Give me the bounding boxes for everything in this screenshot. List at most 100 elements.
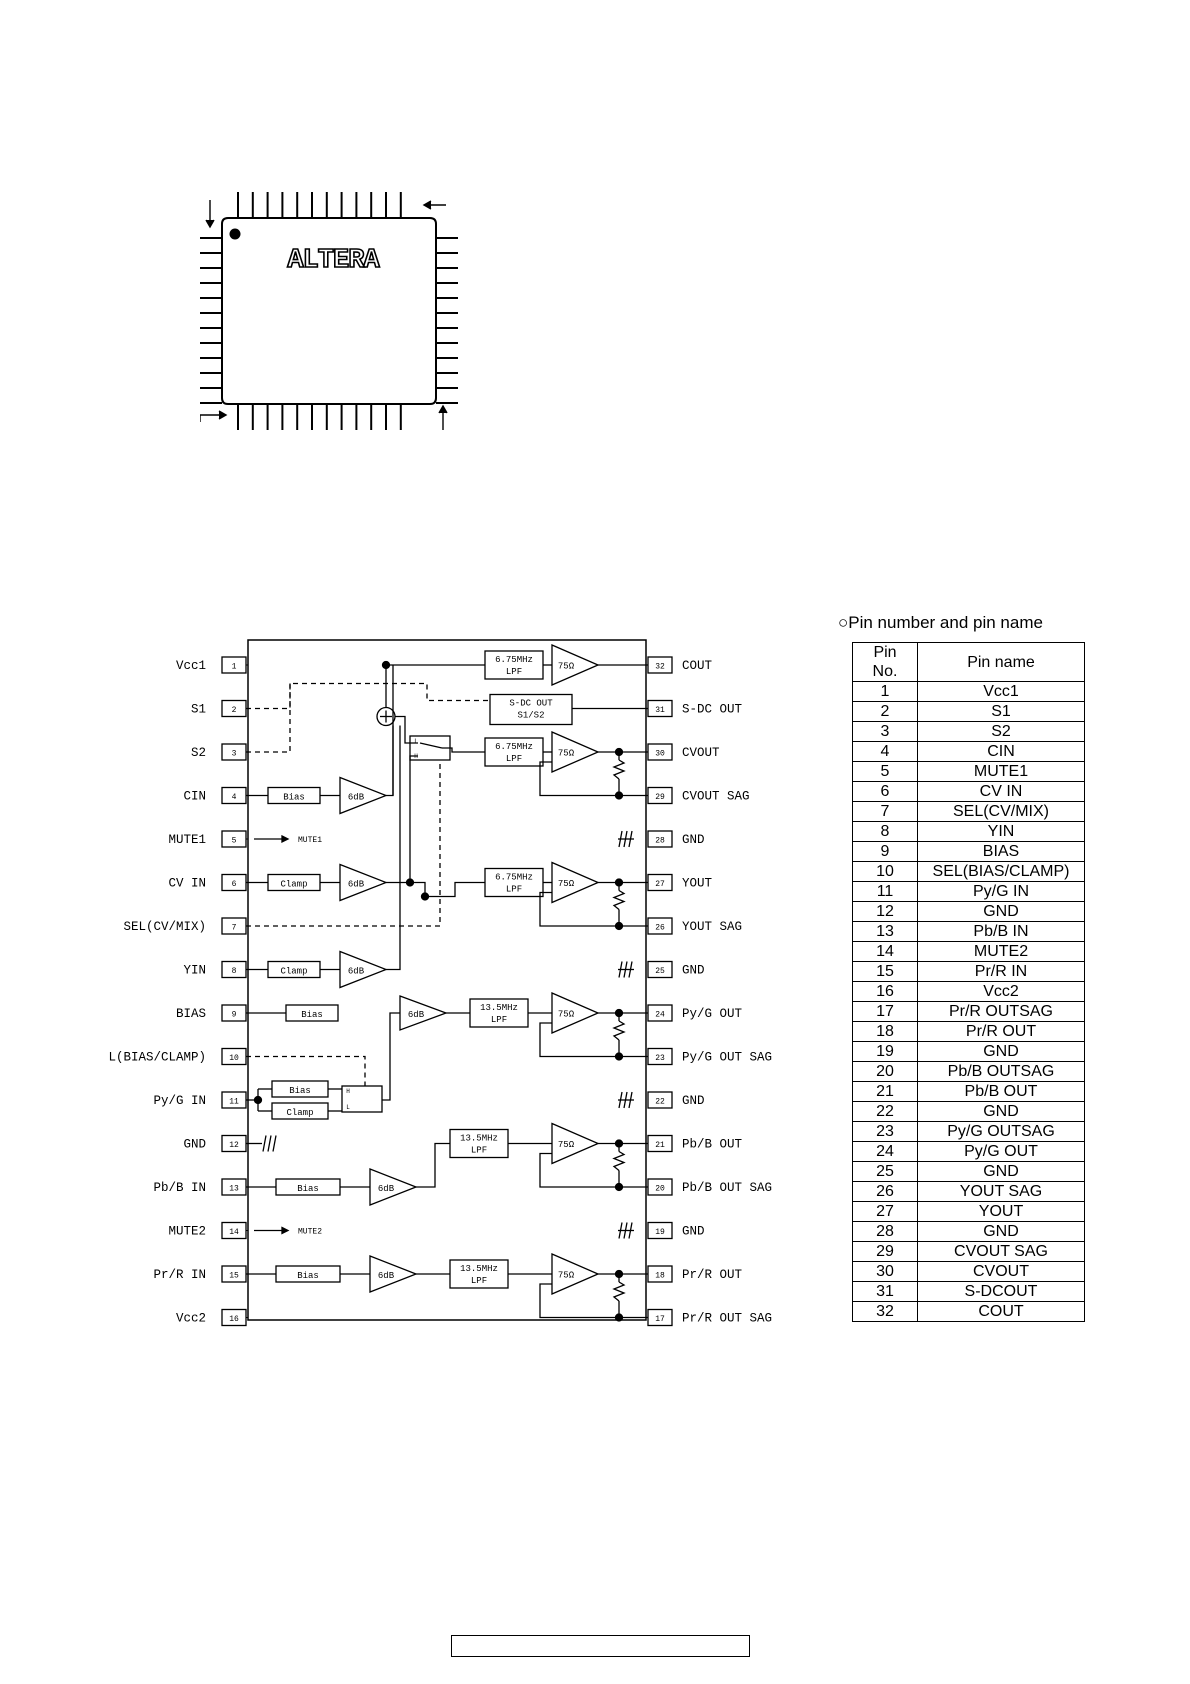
pin-number-cell: 19 <box>852 1041 918 1062</box>
bias-label: Bias <box>297 1184 319 1194</box>
pin-number-cell: 27 <box>852 1201 918 1222</box>
pin-number-cell: 9 <box>852 841 918 862</box>
pin-number-cell: 21 <box>852 1081 918 1102</box>
pin-label-right: COUT <box>682 659 713 673</box>
wire <box>618 961 623 978</box>
pin-number-cell: 17 <box>852 1001 918 1022</box>
pin-number-cell: 20 <box>852 1061 918 1082</box>
pin-number-right: 17 <box>655 1315 665 1324</box>
pin-label-left: Pr/R IN <box>153 1268 206 1282</box>
output-amp-75ohm <box>551 861 600 904</box>
pin-label-right: YOUT SAG <box>682 920 742 934</box>
pin-name-cell: YOUT SAG <box>917 1181 1085 1202</box>
wire <box>409 755 418 883</box>
chip-package: ALTERA <box>200 192 458 430</box>
pin-name-cell: GND <box>917 1221 1085 1242</box>
pin-number-cell: 11 <box>852 881 918 902</box>
sdc-out-block <box>489 693 573 726</box>
pin-number-cell: 23 <box>852 1121 918 1142</box>
pin-name-cell: GND <box>917 1101 1085 1122</box>
lpf-label: LPF <box>491 1015 507 1025</box>
pin-label-left: CIN <box>183 790 206 804</box>
pin-number-cell: 15 <box>852 961 918 982</box>
pin-name-cell: MUTE2 <box>917 941 1085 962</box>
bias-label: Bias <box>283 793 305 803</box>
lpf-block <box>449 1259 509 1289</box>
amp-label: 75Ω <box>558 662 575 672</box>
pin-box-right <box>647 1091 673 1109</box>
pin-name-cell: S2 <box>917 721 1085 742</box>
pin-name-cell: S-DCOUT <box>917 1281 1085 1302</box>
wire <box>262 1135 267 1152</box>
wire <box>419 742 443 749</box>
clamp-label: Clamp <box>280 880 307 890</box>
pin-number-right: 31 <box>655 706 665 715</box>
pin-name-cell: Vcc1 <box>917 681 1085 702</box>
pin-label-right: Pb/B OUT <box>682 1138 743 1152</box>
pin-name-cell: CV IN <box>917 781 1085 802</box>
pin-name-cell: SEL(BIAS/CLAMP) <box>917 861 1085 882</box>
pin-name-cell: Pr/R IN <box>917 961 1085 982</box>
gain-amp-6db <box>339 776 388 815</box>
pin-number-right: 30 <box>655 750 665 759</box>
gain-label: 6dB <box>348 880 365 890</box>
pin-box-right <box>647 1221 673 1240</box>
pin-name-cell: CVOUT <box>917 1261 1085 1282</box>
pin-name-cell: Pb/B OUT <box>917 1081 1085 1102</box>
wire <box>539 1152 619 1188</box>
amp-label: 75Ω <box>558 1010 575 1020</box>
sdc-line1: S-DC OUT <box>509 699 553 709</box>
gain-amp-6db <box>399 995 448 1031</box>
pin-number-left: 11 <box>229 1098 239 1107</box>
pin-label-left: Py/G IN <box>153 1094 206 1108</box>
wire <box>246 682 490 710</box>
pin-label-left: Vcc1 <box>176 659 206 673</box>
pin-label-right: Pr/R OUT SAG <box>682 1312 772 1326</box>
pin-number-cell: 10 <box>852 861 918 882</box>
pin-label-right: CVOUT SAG <box>682 790 750 804</box>
pin-label-left: Pb/B IN <box>153 1181 206 1195</box>
resistor <box>612 759 626 780</box>
pin-name-cell: GND <box>917 901 1085 922</box>
pin-name-cell: YOUT <box>917 1201 1085 1222</box>
wire <box>246 1055 366 1086</box>
pin-name-cell: Pb/B OUTSAG <box>917 1061 1085 1082</box>
wire <box>442 747 485 753</box>
gain-label: 6dB <box>348 793 365 803</box>
switch-label: H <box>414 753 418 760</box>
pin-label-right: GND <box>682 1094 705 1108</box>
wire <box>618 830 623 848</box>
wire <box>416 1142 450 1188</box>
pin-number-left: 7 <box>232 924 237 933</box>
wire <box>628 1222 633 1239</box>
lpf-freq: 6.75MHz <box>495 873 533 883</box>
pin-number-left: 14 <box>229 1228 239 1237</box>
pin-number-cell: 18 <box>852 1021 918 1042</box>
switch-bias-clamp <box>341 1085 383 1113</box>
header-pin-name: Pin name <box>917 642 1085 682</box>
resistor <box>612 1281 626 1302</box>
pin-number-left: 15 <box>229 1272 239 1281</box>
resistor <box>612 889 626 911</box>
pin-box-right <box>647 960 673 979</box>
pin-number-right: 22 <box>655 1098 665 1107</box>
clamp-label: Clamp <box>280 967 307 977</box>
mute2-label: MUTE2 <box>298 1228 322 1237</box>
wire <box>623 961 628 978</box>
pin-label-right: S-DC OUT <box>682 703 743 717</box>
pin-number-left: 5 <box>232 837 237 846</box>
lpf-block <box>484 737 544 767</box>
lpf-freq: 13.5MHz <box>460 1134 498 1144</box>
pin-label-right: Py/G OUT <box>682 1007 743 1021</box>
pin-label-left: BIAS <box>176 1007 206 1021</box>
gain-label: 6dB <box>378 1184 395 1194</box>
